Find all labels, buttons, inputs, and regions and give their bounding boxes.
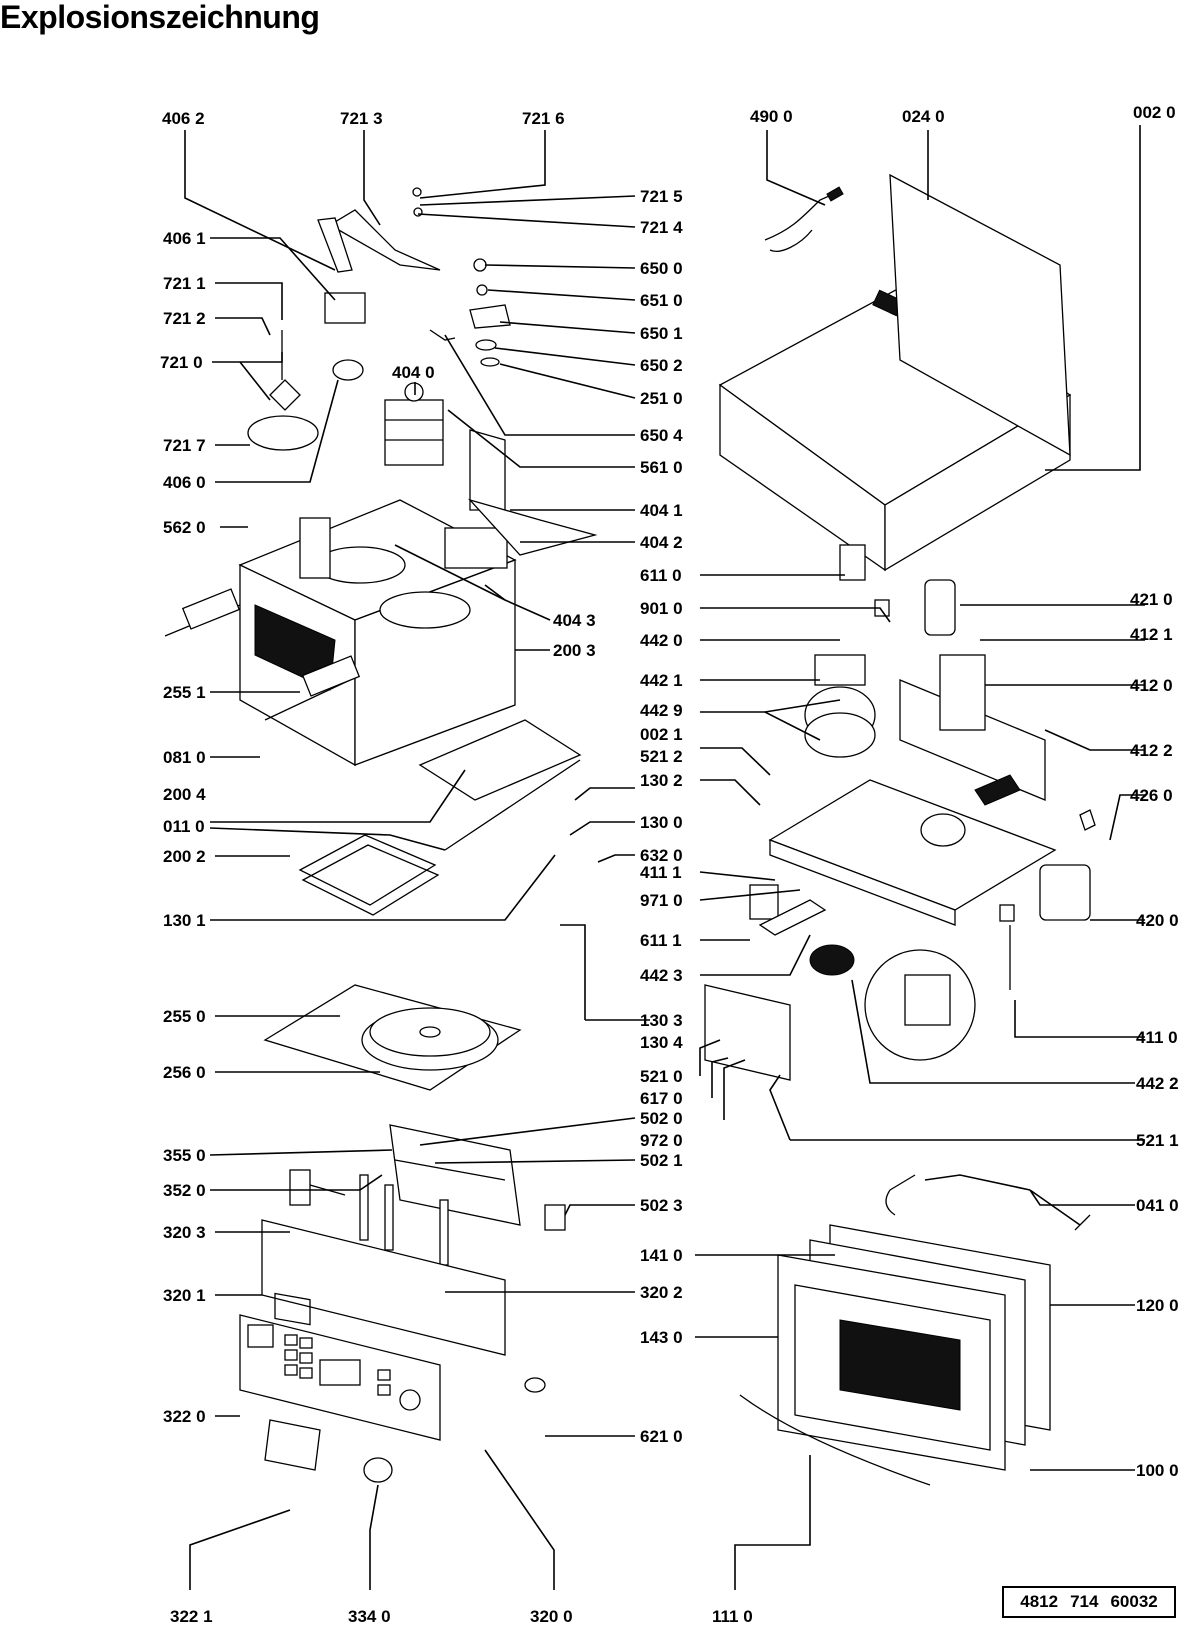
label-0810: 081 0 — [163, 748, 206, 767]
page-title: Explosionszeichnung — [0, 0, 320, 35]
label-4260: 426 0 — [1130, 786, 1173, 805]
label-3200: 320 0 — [530, 1607, 573, 1626]
label-1410: 141 0 — [640, 1246, 683, 1265]
label-1304: 130 4 — [640, 1033, 683, 1052]
label-1303: 130 3 — [640, 1011, 683, 1030]
label-6111: 611 1 — [640, 931, 682, 950]
label-2550: 255 0 — [163, 1007, 206, 1026]
label-4110: 411 0 — [1136, 1028, 1178, 1047]
label-3201: 320 1 — [163, 1286, 206, 1305]
label-3520: 352 0 — [163, 1181, 206, 1200]
label-0021: 002 1 — [640, 725, 683, 744]
label-0410: 041 0 — [1136, 1196, 1179, 1215]
label-4061: 406 1 — [163, 229, 206, 248]
label-3202: 320 2 — [640, 1283, 683, 1302]
label-1302: 130 2 — [640, 771, 683, 790]
label-1301: 130 1 — [163, 911, 206, 930]
label-6170: 617 0 — [640, 1089, 683, 1108]
label-5620: 562 0 — [163, 518, 206, 537]
label-3220: 322 0 — [163, 1407, 206, 1426]
label-4421: 442 1 — [640, 671, 683, 690]
door-assembly — [739, 1174, 1091, 1486]
label-7210: 721 0 — [160, 353, 203, 372]
label-6320: 632 0 — [640, 846, 683, 865]
label-3340: 334 0 — [348, 1607, 391, 1626]
label-3221: 322 1 — [170, 1607, 213, 1626]
label-1430: 143 0 — [640, 1328, 683, 1347]
part-labels: 406 2 721 3 721 6 490 0 024 0 002 0 721 … — [160, 103, 1179, 1626]
label-6210: 621 0 — [640, 1427, 683, 1446]
label-4121: 412 1 — [1130, 625, 1173, 644]
doc-number-part-c: 60032 — [1110, 1592, 1158, 1611]
document-number-box: 4812 714 60032 — [1002, 1586, 1176, 1618]
label-2003: 200 3 — [553, 641, 596, 660]
part-illustrations — [164, 173, 1096, 1486]
label-7217: 721 7 — [163, 436, 206, 455]
label-1300: 130 0 — [640, 813, 683, 832]
label-4111: 411 1 — [640, 863, 682, 882]
label-4040: 404 0 — [392, 363, 435, 382]
label-4041: 404 1 — [640, 501, 683, 520]
label-4122: 412 2 — [1130, 741, 1173, 760]
label-4120: 412 0 — [1130, 676, 1173, 695]
label-6110: 611 0 — [640, 566, 682, 585]
base-tray — [749, 544, 1096, 990]
label-4420: 442 0 — [640, 631, 683, 650]
label-5210: 521 0 — [640, 1067, 683, 1086]
label-7212: 721 2 — [163, 309, 206, 328]
label-5023: 502 3 — [640, 1196, 683, 1215]
label-2510: 251 0 — [640, 389, 683, 408]
label-4042: 404 2 — [640, 533, 683, 552]
label-2560: 256 0 — [163, 1063, 206, 1082]
label-4062: 406 2 — [162, 109, 205, 128]
label-1110: 111 0 — [712, 1607, 753, 1626]
label-4060: 406 0 — [163, 473, 206, 492]
label-0020: 002 0 — [1133, 103, 1176, 122]
label-4422: 442 2 — [1136, 1074, 1179, 1093]
label-5021: 502 1 — [640, 1151, 683, 1170]
label-3550: 355 0 — [163, 1146, 206, 1165]
label-7216: 721 6 — [522, 109, 565, 128]
label-4423: 442 3 — [640, 966, 683, 985]
label-5020: 502 0 — [640, 1109, 683, 1128]
leader-lines — [184, 125, 1145, 1590]
label-7214: 721 4 — [640, 218, 683, 237]
label-9710: 971 0 — [640, 891, 683, 910]
label-3203: 320 3 — [163, 1223, 206, 1242]
label-5212: 521 2 — [640, 747, 683, 766]
label-6510: 651 0 — [640, 291, 683, 310]
label-6502: 650 2 — [640, 356, 683, 375]
magnetron — [384, 382, 444, 466]
label-4043: 404 3 — [553, 611, 596, 630]
label-2004: 200 4 — [163, 785, 206, 804]
label-0110: 011 0 — [163, 817, 205, 836]
label-7215: 721 5 — [640, 187, 683, 206]
oven-cavity — [164, 499, 582, 851]
label-2002: 200 2 — [163, 847, 206, 866]
label-1200: 120 0 — [1136, 1296, 1179, 1315]
label-6500: 650 0 — [640, 259, 683, 278]
mains-cable — [764, 191, 839, 252]
label-1000: 100 0 — [1136, 1461, 1179, 1480]
label-4900: 490 0 — [750, 107, 793, 126]
label-5211: 521 1 — [1136, 1131, 1179, 1150]
outer-casing — [718, 173, 1072, 572]
label-4210: 421 0 — [1130, 590, 1173, 609]
label-5610: 561 0 — [640, 458, 683, 477]
doc-number-part-b: 714 — [1070, 1592, 1099, 1611]
doc-number-part-a: 4812 — [1020, 1592, 1059, 1611]
label-7211: 721 1 — [163, 274, 206, 293]
label-6504: 650 4 — [640, 426, 683, 445]
label-7213: 721 3 — [340, 109, 383, 128]
label-6501: 650 1 — [640, 324, 683, 343]
label-4200: 420 0 — [1136, 911, 1179, 930]
label-0240: 024 0 — [902, 107, 945, 126]
label-4429: 442 9 — [640, 701, 683, 720]
label-9720: 972 0 — [640, 1131, 683, 1150]
label-9010: 901 0 — [640, 599, 683, 618]
label-2551: 255 1 — [163, 683, 206, 702]
